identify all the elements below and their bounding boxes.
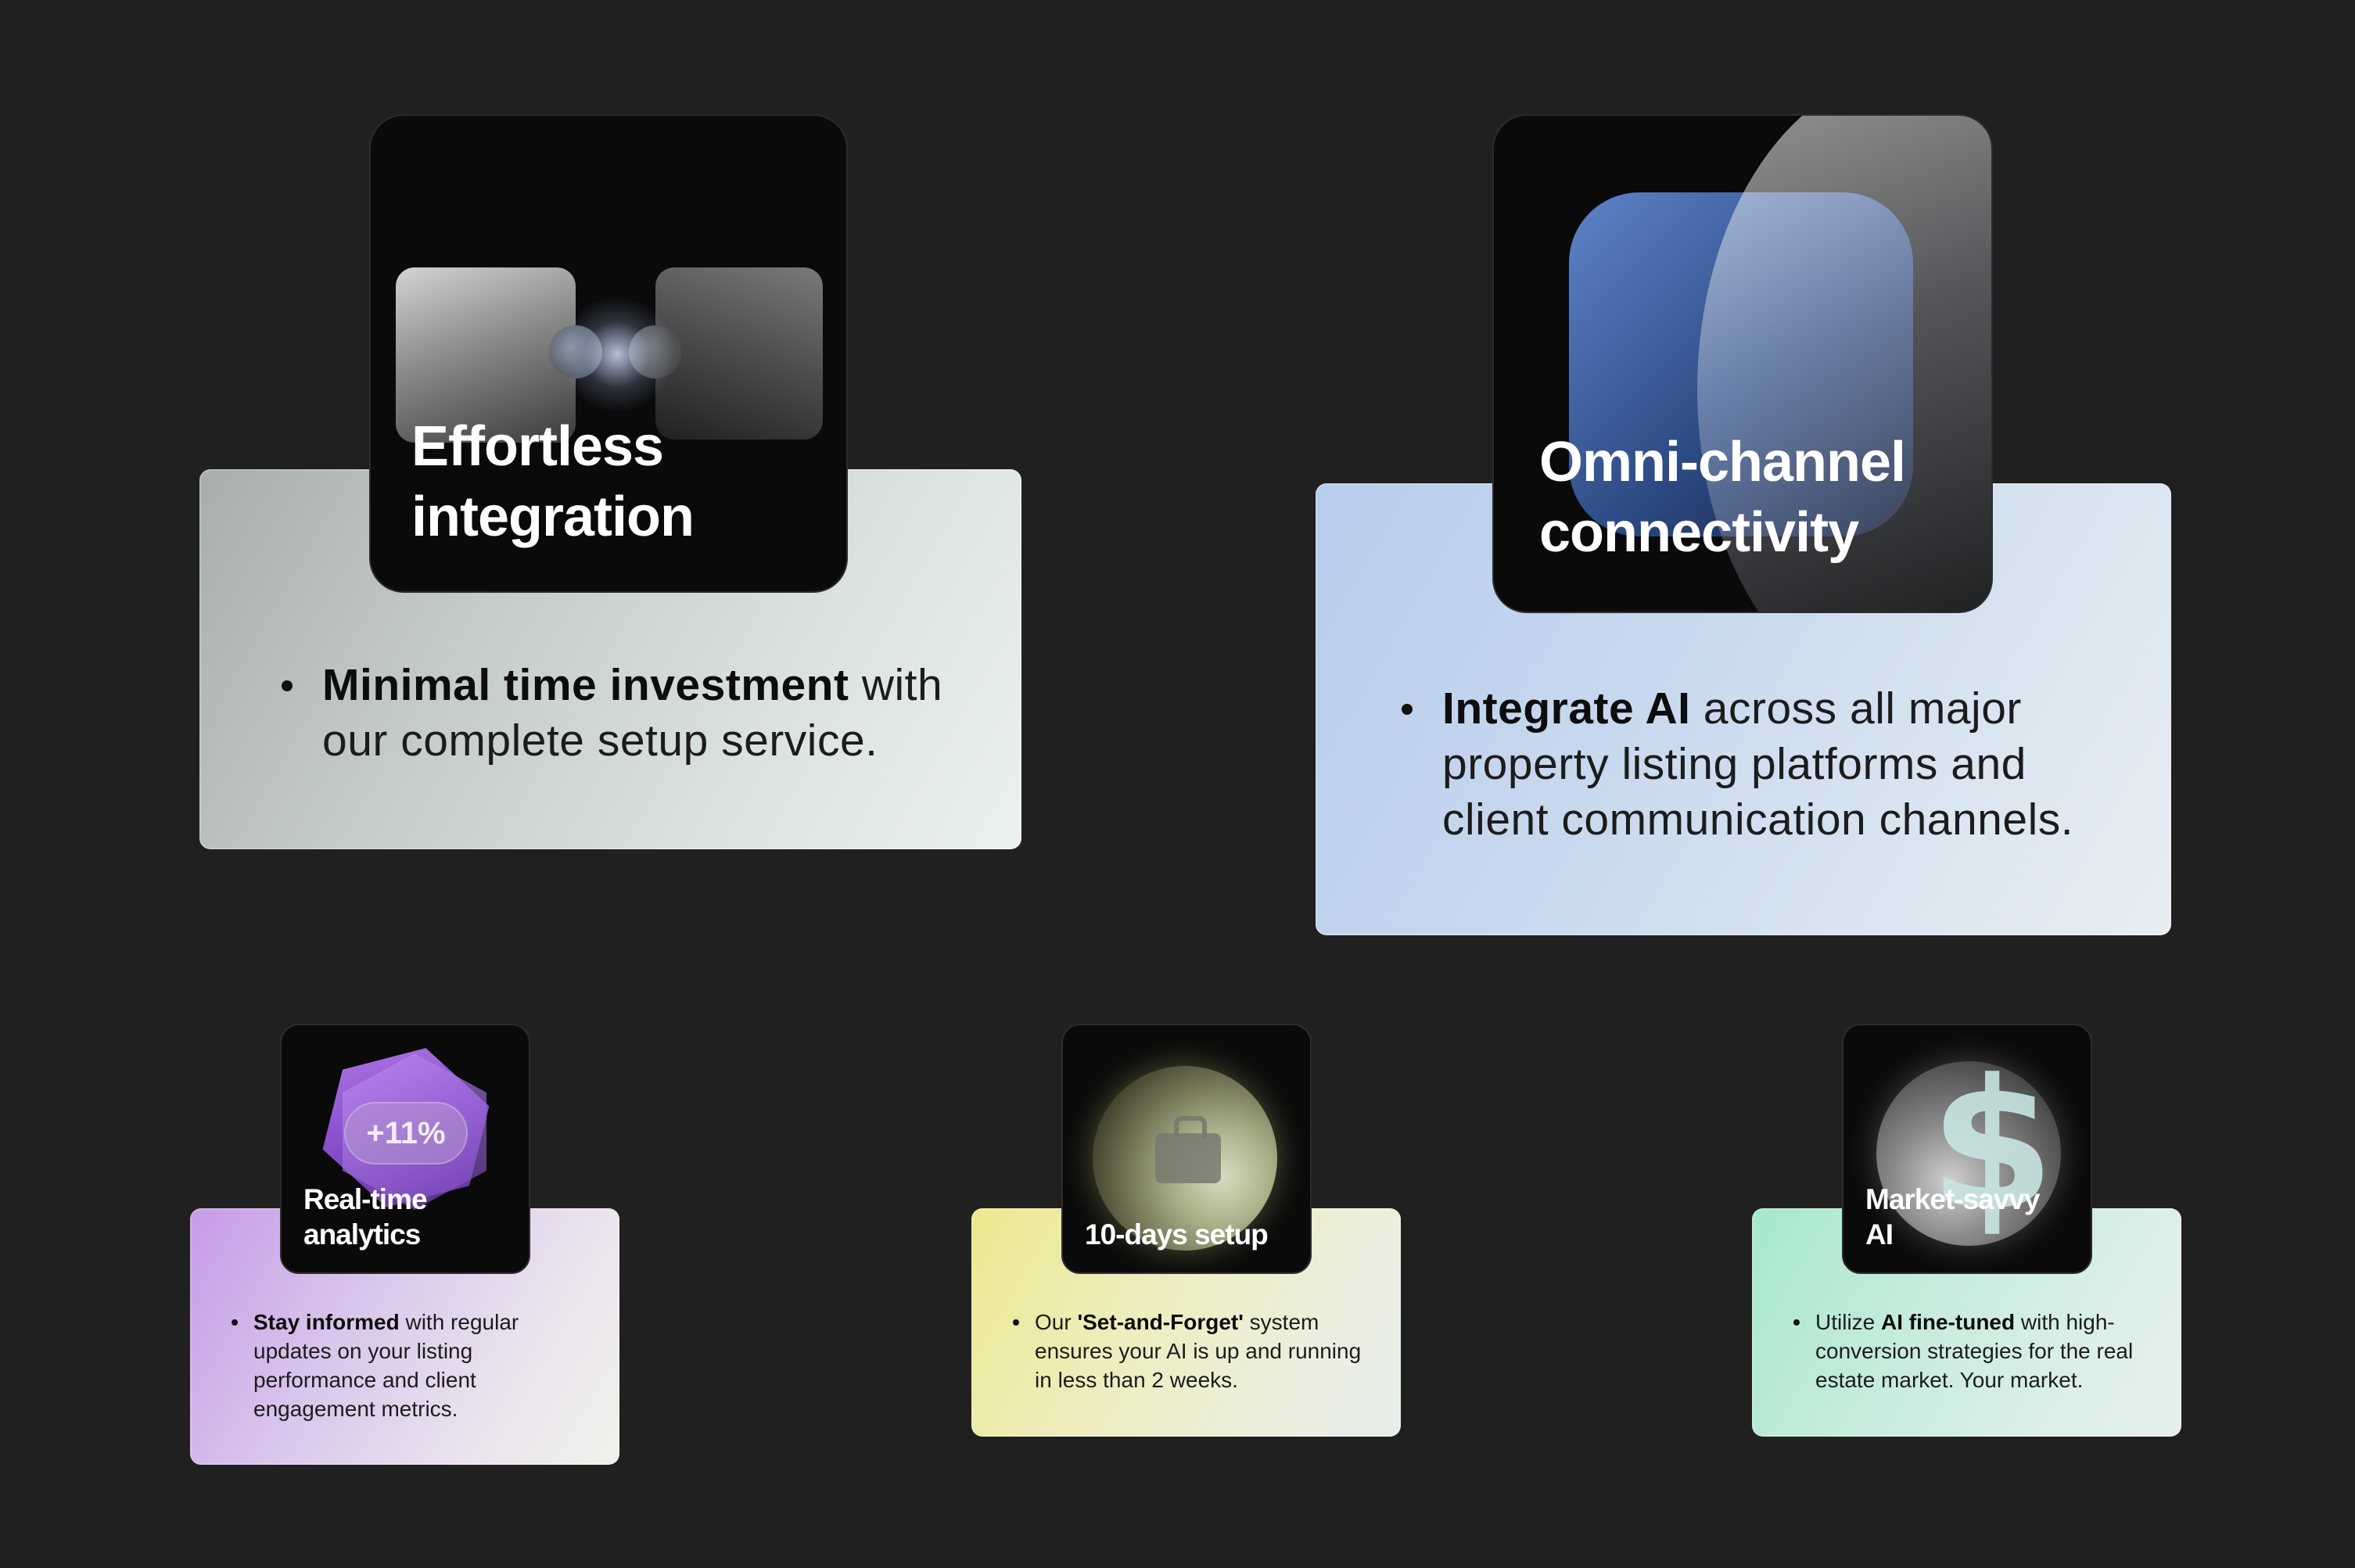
feature-real-time-analytics: Stay informed with regular updates on yo… [190,1024,628,1465]
bullet-item: Stay informed with regular updates on yo… [232,1308,591,1423]
feature-tile: +11% Real-time analytics [280,1024,530,1274]
bullet-item: Minimal time investment with our complet… [282,658,985,769]
analytics-badge: +11% [344,1102,468,1164]
bullet-item: Utilize AI fine-tuned with high-conversi… [1793,1308,2161,1394]
feature-10-days-setup: Our 'Set-and-Forget' system ensures your… [971,1024,1409,1438]
feature-tile: 10-days setup [1061,1024,1312,1274]
feature-tile: Omni-channel connectivity [1492,114,1993,613]
feature-effortless-integration: Minimal time investment with our complet… [199,114,1029,849]
feature-bullets: Integrate AI across all major property l… [1402,681,2129,848]
feature-omni-channel: Integrate AI across all major property l… [1316,114,2176,935]
feature-title: 10-days setup [1085,1218,1269,1250]
feature-bullets: Minimal time investment with our complet… [282,658,985,769]
feature-bullets: Our 'Set-and-Forget' system ensures your… [1013,1308,1373,1394]
feature-market-savvy-ai: Utilize AI fine-tuned with high-conversi… [1752,1024,2190,1438]
bullet-item: Our 'Set-and-Forget' system ensures your… [1013,1308,1373,1394]
feature-title: Market-savvy AI [1865,1183,2040,1250]
feature-bullets: Stay informed with regular updates on yo… [232,1308,591,1423]
feature-title: Omni-channel connectivity [1539,431,1906,564]
feature-tile: $ Market-savvy AI [1842,1024,2092,1274]
feature-tile: Effortless integration [369,114,848,593]
bullet-item: Integrate AI across all major property l… [1402,681,2129,848]
feature-bullets: Utilize AI fine-tuned with high-conversi… [1793,1308,2161,1394]
feature-title: Real-time analytics [303,1183,428,1250]
feature-title: Effortless integration [411,415,695,548]
